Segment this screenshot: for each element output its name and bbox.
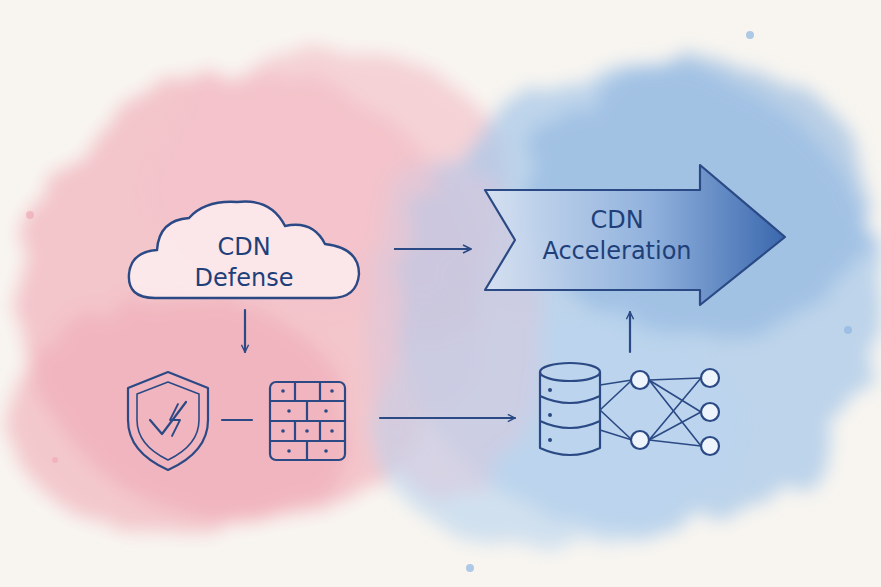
firewall-dot — [287, 409, 291, 413]
network-neuron — [701, 437, 719, 455]
flow-arrow — [244, 310, 246, 352]
firewall-icon — [270, 382, 345, 460]
arrow-shape — [485, 165, 785, 305]
shield-icon — [137, 382, 199, 460]
arrow-banner — [485, 165, 785, 305]
connector-dash — [222, 419, 252, 421]
pink-wash — [10, 300, 350, 540]
cloud-shape — [129, 202, 359, 299]
database-icon — [540, 363, 600, 381]
firewall-dot — [324, 409, 328, 413]
database-icon — [540, 372, 600, 455]
firewall-icon — [319, 382, 321, 401]
firewall-icon — [294, 382, 296, 401]
cloud-node: CDN Defense — [125, 198, 362, 300]
firewall-dot — [281, 389, 285, 393]
paint-wash — [10, 50, 880, 550]
network-link — [649, 412, 701, 440]
firewall-dot — [330, 389, 334, 393]
network-link — [649, 380, 701, 412]
firewall-dot — [330, 429, 334, 433]
paint-splash — [26, 211, 34, 219]
network-link — [649, 378, 701, 380]
network-links — [600, 378, 701, 446]
firewall-icon — [306, 401, 308, 421]
database-dot — [548, 413, 552, 417]
network-link — [649, 380, 701, 446]
check-mark — [150, 402, 186, 434]
firewall-dot — [324, 449, 328, 453]
flow-arrow — [380, 417, 515, 419]
flow-arrow — [629, 312, 631, 352]
paint-splash — [844, 326, 852, 334]
network-neuron — [701, 369, 719, 387]
network-link — [649, 440, 701, 446]
network-link — [600, 410, 632, 440]
firewall-dot — [281, 429, 285, 433]
network-neuron — [631, 371, 649, 389]
lightning-mark — [170, 404, 180, 436]
shield-icon — [128, 372, 208, 470]
arrow-node: CDN Acceleration — [485, 165, 785, 305]
firewall-dot — [305, 429, 309, 433]
node-label: CDN Acceleration — [527, 205, 707, 267]
network-neuron — [701, 403, 719, 421]
paint-splash — [466, 564, 474, 572]
flow-arrow — [394, 248, 471, 250]
firewall-icon — [306, 441, 308, 460]
paint-splash — [52, 457, 58, 463]
paint-splash — [746, 31, 754, 39]
network-neuron — [631, 431, 649, 449]
network-link — [649, 378, 701, 440]
database-icon — [540, 421, 600, 428]
firewall-icon — [319, 421, 321, 441]
firewall-dot — [287, 449, 291, 453]
database-dot — [548, 438, 552, 442]
database-icon — [540, 396, 600, 403]
firewall-icon — [294, 421, 296, 441]
network-link — [600, 380, 632, 410]
node-label: CDN Defense — [189, 232, 299, 294]
database-dot — [548, 388, 552, 392]
